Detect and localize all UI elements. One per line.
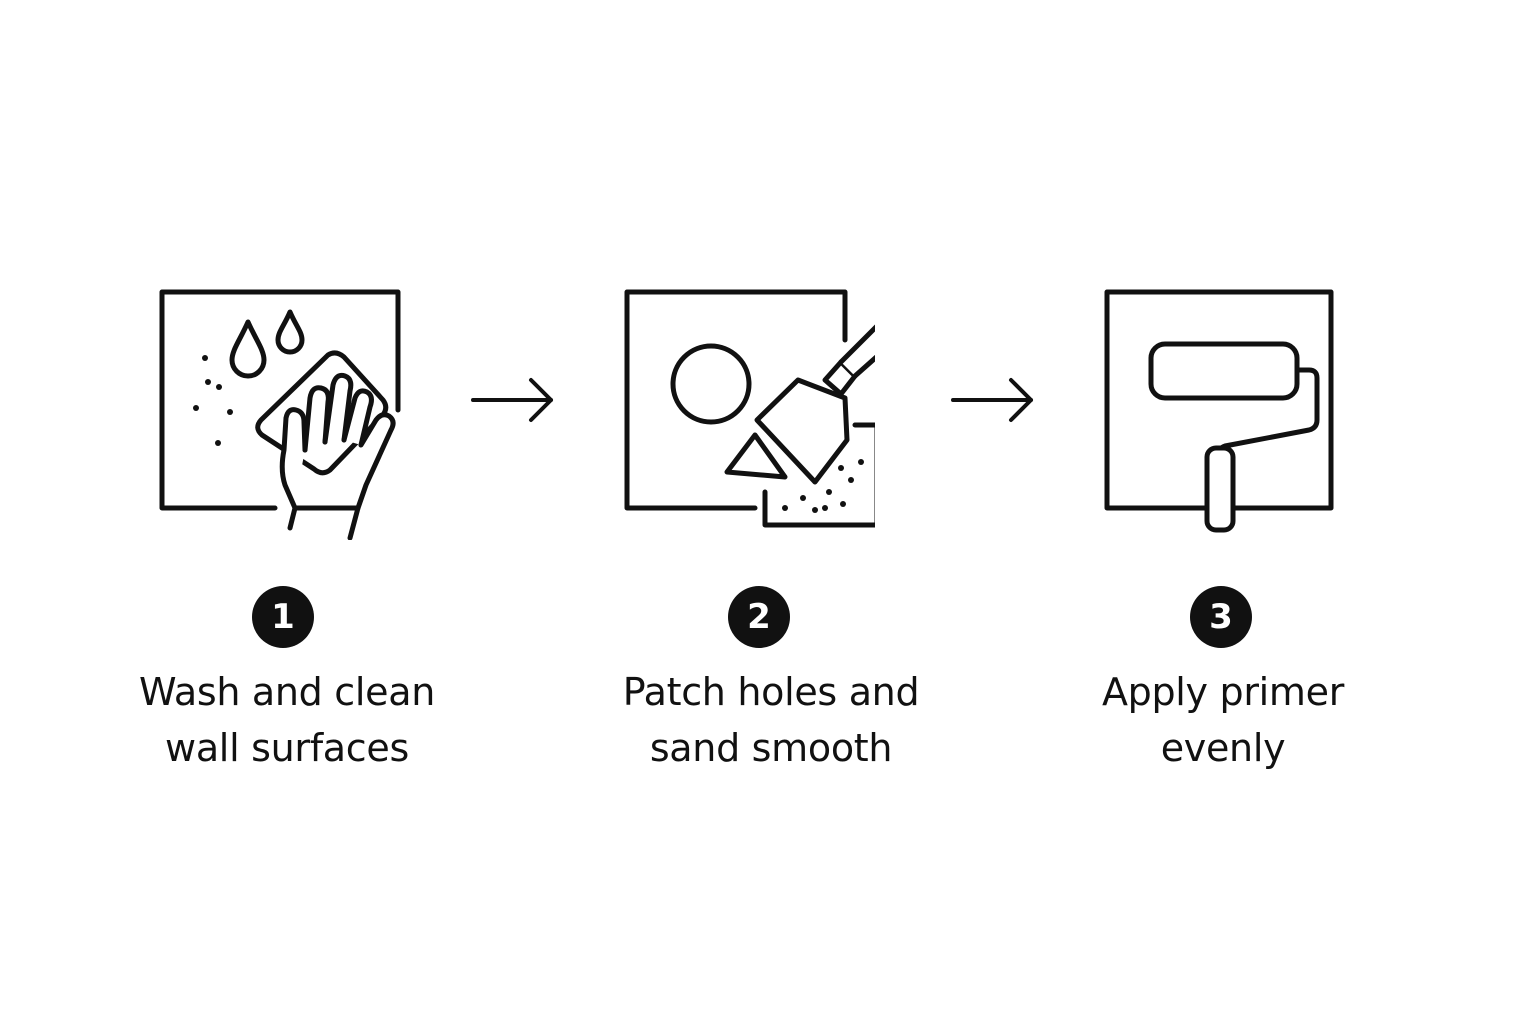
patch-sand-icon xyxy=(624,289,875,528)
step-label: Patch holes and sand smooth xyxy=(581,664,961,776)
step-number-badge: 3 xyxy=(1190,586,1252,648)
arrow-right-icon xyxy=(951,378,1033,422)
wash-wall-icon xyxy=(159,289,401,540)
step-label-line: sand smooth xyxy=(649,726,893,770)
step-label-line: Wash and clean xyxy=(139,670,435,714)
step-label-line: evenly xyxy=(1160,726,1286,770)
step-label: Wash and clean wall surfaces xyxy=(97,664,477,776)
step-label-line: wall surfaces xyxy=(165,726,409,770)
paint-roller-icon xyxy=(1104,289,1334,533)
step-number-badge: 2 xyxy=(728,586,790,648)
step-label: Apply primer evenly xyxy=(1033,664,1413,776)
step-label-line: Patch holes and xyxy=(622,670,920,714)
step-number-badge: 1 xyxy=(252,586,314,648)
step-label-line: Apply primer xyxy=(1101,670,1345,714)
arrow-right-icon xyxy=(471,378,553,422)
